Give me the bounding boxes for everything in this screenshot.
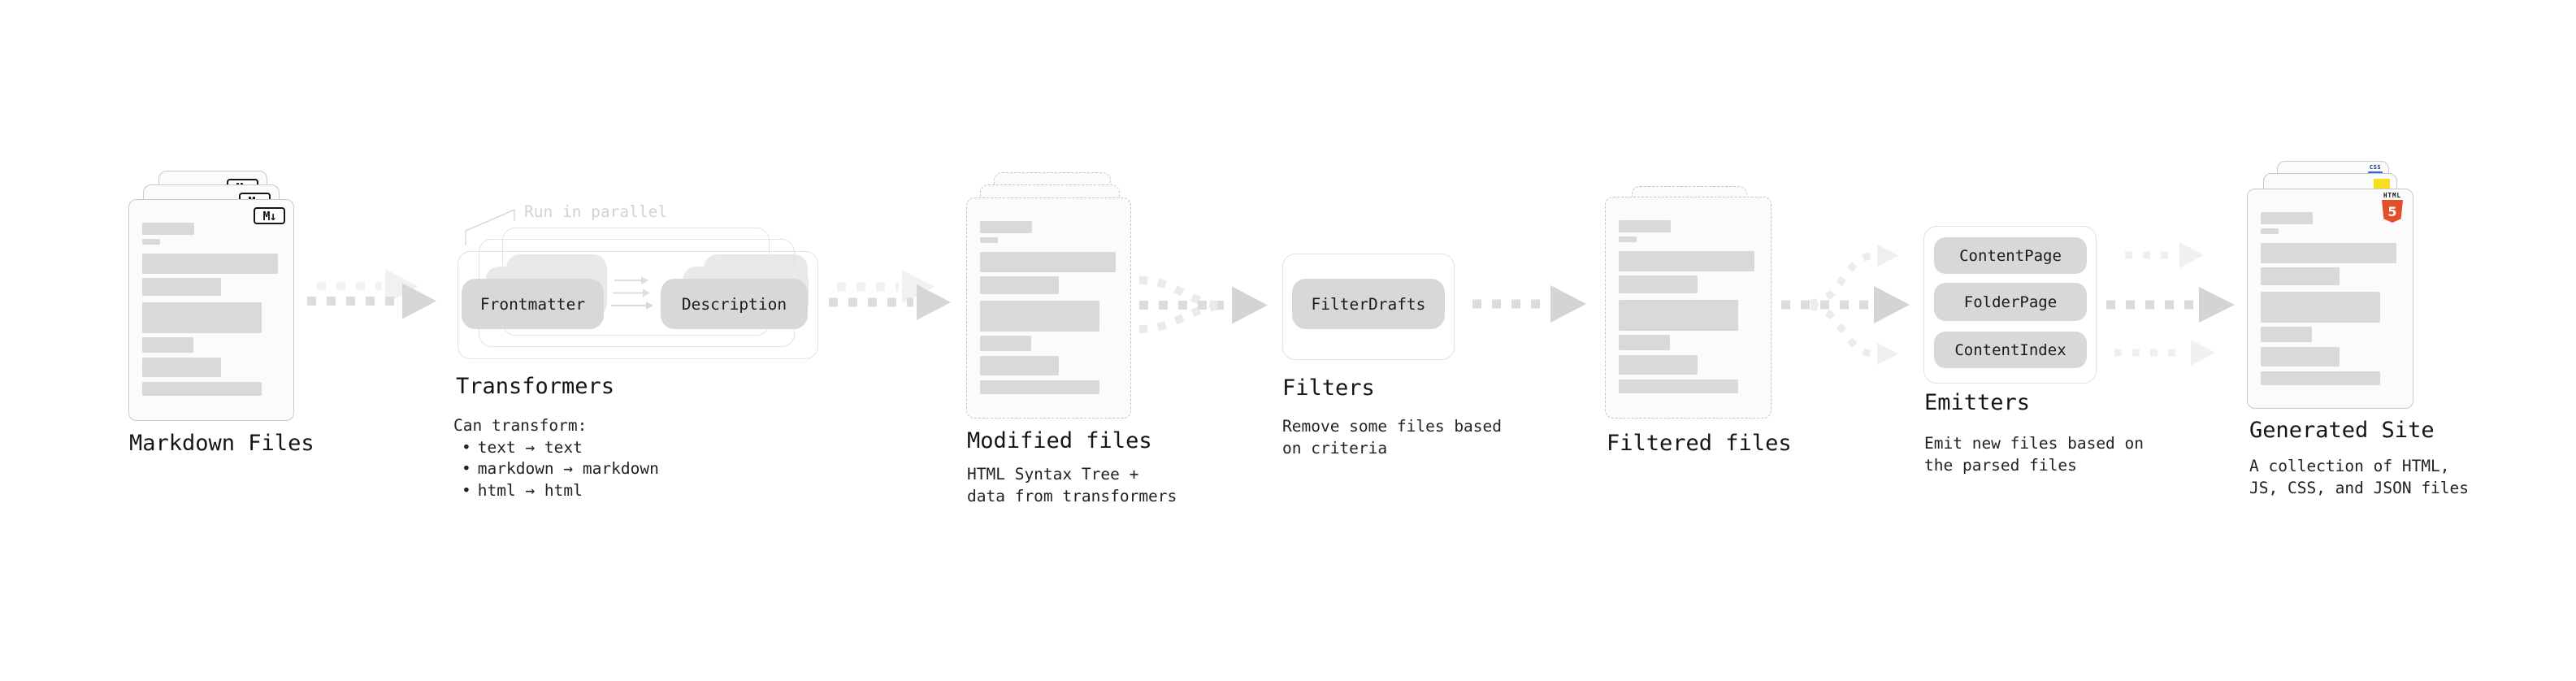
placeholder-bar <box>142 239 160 245</box>
placeholder-bar <box>980 276 1059 294</box>
placeholder-bar <box>980 221 1032 233</box>
placeholder-bar <box>2261 347 2340 367</box>
placeholder-bar <box>1619 251 1754 271</box>
emitters-frame <box>1923 226 2097 384</box>
filterdrafts-pill: FilterDrafts <box>1292 279 1445 329</box>
folderpage-pill: FolderPage <box>1934 283 2087 321</box>
file-content-placeholder <box>2248 189 2413 385</box>
desc-line: the parsed files <box>1924 455 2077 475</box>
frontmatter-pill: Frontmatter <box>462 279 604 329</box>
desc-line: JS, CSS, and JSON files <box>2249 478 2470 497</box>
modified-file-card-front <box>966 197 1131 419</box>
bullet-text: text → text <box>477 437 583 457</box>
placeholder-bar <box>142 337 193 353</box>
placeholder-bar <box>980 301 1099 332</box>
desc-line: A collection of HTML, <box>2249 457 2450 475</box>
placeholder-bar <box>2261 228 2279 234</box>
placeholder-bar <box>980 356 1059 375</box>
run-in-parallel-leader-line <box>465 208 515 245</box>
transformers-caption: Transformers <box>456 374 615 399</box>
placeholder-bar <box>1619 220 1671 232</box>
placeholder-bar <box>2261 371 2380 385</box>
desc-line: data from transformers <box>967 486 1177 505</box>
arrow-modified-to-filters-merge <box>1138 276 1268 333</box>
desc-line: Remove some files based <box>1282 417 1503 436</box>
bullet-icon: • <box>462 480 471 500</box>
arrow-transformers-to-modified <box>829 270 951 320</box>
css-icon-label: CSS <box>2369 164 2382 171</box>
arrow-filtered-to-emitters-diverge <box>1781 245 1910 365</box>
bullet-text: html → html <box>477 480 583 500</box>
placeholder-bar <box>142 223 194 235</box>
desc-line: on criteria <box>1282 438 1388 458</box>
emitters-caption: Emitters <box>1924 390 2031 415</box>
bullet-text: markdown → markdown <box>477 459 659 478</box>
placeholder-bar <box>2261 243 2396 263</box>
markdown-file-card-front: M↓ <box>128 199 294 421</box>
contentindex-pill: ContentIndex <box>1934 332 2087 368</box>
placeholder-bar <box>1619 355 1698 375</box>
arrow-markdown-to-transformers <box>307 269 436 319</box>
arrow-frontmatter-to-description <box>611 276 653 310</box>
generated-site-card-front: HTML 5 <box>2247 189 2413 409</box>
placeholder-bar <box>1619 335 1670 350</box>
placeholder-bar <box>142 278 221 296</box>
file-content-placeholder <box>967 198 1130 394</box>
placeholder-bar <box>1619 380 1738 393</box>
html5-shield: 5 <box>2382 200 2403 223</box>
placeholder-bar <box>980 237 998 243</box>
filters-frame <box>1282 254 1455 360</box>
file-content-placeholder <box>129 200 293 396</box>
emitters-description: Emit new files based on the parsed files <box>1924 433 2144 476</box>
modified-files-caption: Modified files <box>967 428 1152 453</box>
placeholder-bar <box>142 302 262 333</box>
description-pill: Description <box>661 279 808 329</box>
placeholder-bar <box>1619 300 1738 331</box>
placeholder-bar <box>1619 236 1637 242</box>
placeholder-bar <box>142 382 262 396</box>
generated-site-caption: Generated Site <box>2249 418 2435 443</box>
bullet-icon: • <box>462 437 471 457</box>
filters-caption: Filters <box>1282 375 1375 401</box>
html5-icon-number: 5 <box>2387 203 2397 219</box>
placeholder-bar <box>980 380 1099 394</box>
javascript-icon <box>2374 179 2390 189</box>
placeholder-bar <box>2261 292 2380 323</box>
placeholder-bar <box>2261 267 2340 285</box>
run-in-parallel-annotation: Run in parallel <box>524 202 668 221</box>
file-content-placeholder <box>1606 197 1771 393</box>
arrow-emitters-to-generated <box>2106 242 2235 366</box>
transformers-description: Can transform: • text → text • markdown … <box>453 415 659 501</box>
bullet-icon: • <box>462 459 471 478</box>
markdown-files-caption: Markdown Files <box>129 431 314 456</box>
markdown-icon: M↓ <box>254 207 285 224</box>
filtered-file-card-front <box>1605 197 1772 419</box>
transformers-desc-heading: Can transform: <box>453 416 588 435</box>
transformers-bullet: • text → text <box>453 437 659 459</box>
placeholder-bar <box>980 252 1116 272</box>
modified-files-description: HTML Syntax Tree + data from transformer… <box>967 464 1177 507</box>
contentpage-pill: ContentPage <box>1934 237 2087 274</box>
placeholder-bar <box>2261 327 2312 342</box>
desc-line: HTML Syntax Tree + <box>967 465 1139 484</box>
placeholder-bar <box>2261 212 2313 224</box>
arrow-filters-to-filtered <box>1472 285 1586 323</box>
placeholder-bar <box>980 336 1031 351</box>
transformers-bullet: • markdown → markdown <box>453 458 659 480</box>
filters-description: Remove some files based on criteria <box>1282 416 1502 459</box>
placeholder-bar <box>142 254 278 274</box>
desc-line: Emit new files based on <box>1924 434 2144 453</box>
transformers-frame-front <box>458 251 818 359</box>
html5-icon: HTML 5 <box>2382 193 2403 223</box>
html5-icon-label: HTML <box>2383 192 2402 199</box>
placeholder-bar <box>1619 275 1698 293</box>
transformers-bullet: • html → html <box>453 480 659 502</box>
generated-site-description: A collection of HTML, JS, CSS, and JSON … <box>2249 456 2469 499</box>
filtered-files-caption: Filtered files <box>1607 431 1792 456</box>
placeholder-bar <box>142 358 221 377</box>
